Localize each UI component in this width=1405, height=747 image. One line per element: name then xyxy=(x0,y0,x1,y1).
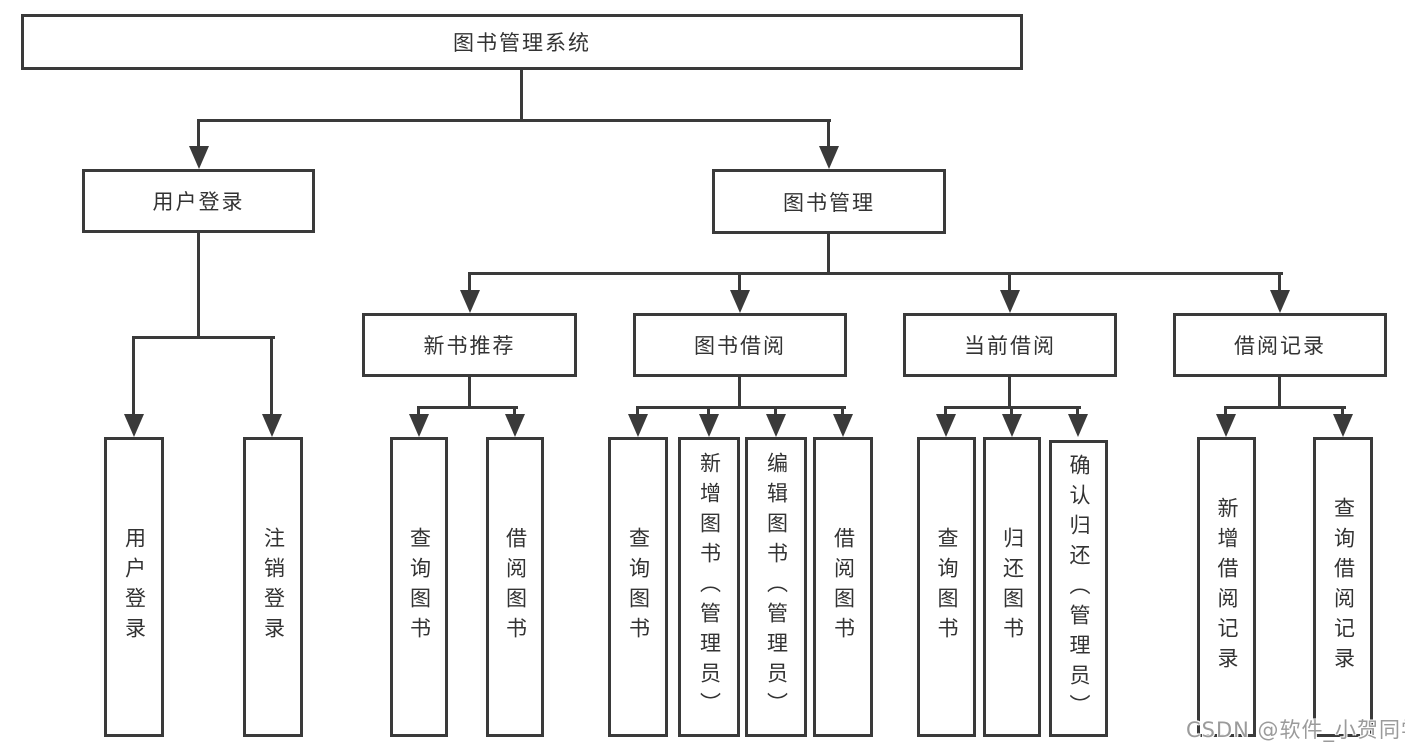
leaf-query-books-borrow: 查询图书 xyxy=(608,437,668,737)
connector-drop-leaf xyxy=(774,406,777,418)
node-library-system-label: 图书管理系统 xyxy=(453,31,591,55)
node-user-login-label: 用户登录 xyxy=(152,190,245,214)
leaf-query-books-borrow-label: 查询图书 xyxy=(626,527,651,647)
arrow-down-icon xyxy=(1002,414,1022,437)
leaf-borrow-books-recommend: 借阅图书 xyxy=(486,437,544,737)
arrow-down-icon xyxy=(699,414,719,437)
leaf-confirm-return-admin: 确认归还（管理员） xyxy=(1049,440,1108,737)
connector-drop-new-book xyxy=(468,272,471,294)
connector-drop-leaf xyxy=(636,406,639,418)
leaf-add-borrow-record-label: 新增借阅记录 xyxy=(1215,497,1239,677)
connector-book-borrow-stem xyxy=(738,377,741,409)
connector-new-book-stem xyxy=(468,377,471,409)
leaf-user-login: 用户登录 xyxy=(104,437,164,737)
leaf-add-borrow-record: 新增借阅记录 xyxy=(1197,437,1256,737)
connector-drop-leaf xyxy=(132,336,135,416)
node-borrow-records-label: 借阅记录 xyxy=(1234,334,1326,358)
connector-book-management-stem xyxy=(827,234,830,275)
node-book-management-label: 图书管理 xyxy=(783,190,875,215)
node-new-book-recommend: 新书推荐 xyxy=(362,313,577,377)
connector-drop-leaf xyxy=(270,336,273,416)
arrow-down-icon xyxy=(1000,290,1020,313)
arrow-down-icon xyxy=(1333,414,1353,437)
arrow-down-icon xyxy=(819,146,839,169)
leaf-query-borrow-record-label: 查询借阅记录 xyxy=(1331,497,1356,677)
leaf-edit-books-admin: 编辑图书（管理员） xyxy=(745,437,807,737)
connector-drop-book-borrow xyxy=(738,272,741,294)
connector-drop-leaf xyxy=(417,406,420,418)
leaf-borrow-books: 借阅图书 xyxy=(813,437,873,737)
connector-drop-book-management xyxy=(827,119,830,149)
leaf-borrow-books-recommend-label: 借阅图书 xyxy=(503,527,528,647)
arrow-down-icon xyxy=(505,414,525,437)
connector-root-branch xyxy=(197,119,831,122)
leaf-edit-books-admin-label: 编辑图书（管理员） xyxy=(764,452,789,722)
leaf-add-books-admin: 新增图书（管理员） xyxy=(678,437,740,737)
arrow-down-icon xyxy=(730,290,750,313)
leaf-query-books-current-label: 查询图书 xyxy=(935,527,959,647)
leaf-return-books-label: 归还图书 xyxy=(1000,527,1025,647)
connector-drop-leaf xyxy=(1224,406,1227,418)
arrow-down-icon xyxy=(1068,414,1088,437)
arrow-down-icon xyxy=(833,414,853,437)
arrow-down-icon xyxy=(189,146,209,169)
arrow-down-icon xyxy=(1270,290,1290,313)
connector-drop-borrow-records xyxy=(1278,272,1281,294)
connector-drop-leaf xyxy=(841,406,844,418)
leaf-user-login-label: 用户登录 xyxy=(122,527,147,647)
connector-drop-leaf xyxy=(707,406,710,418)
node-book-management: 图书管理 xyxy=(712,169,946,234)
connector-current-borrow-stem xyxy=(1008,377,1011,409)
connector-drop-leaf xyxy=(1010,406,1013,418)
connector-drop-leaf xyxy=(1341,406,1344,418)
node-book-borrow: 图书借阅 xyxy=(633,313,847,377)
connector-user-login-branch xyxy=(132,336,275,339)
leaf-borrow-books-label: 借阅图书 xyxy=(831,527,856,647)
connector-drop-user-login xyxy=(197,119,200,149)
node-borrow-records: 借阅记录 xyxy=(1173,313,1387,377)
connector-borrow-records-stem xyxy=(1278,377,1281,409)
node-user-login: 用户登录 xyxy=(82,169,315,233)
connector-book-management-branch xyxy=(468,272,1283,275)
arrow-down-icon xyxy=(460,290,480,313)
leaf-query-borrow-record: 查询借阅记录 xyxy=(1313,437,1373,737)
connector-drop-leaf xyxy=(1076,406,1079,418)
arrow-down-icon xyxy=(628,414,648,437)
node-current-borrow-label: 当前借阅 xyxy=(964,334,1056,358)
leaf-query-books-current: 查询图书 xyxy=(917,437,976,737)
connector-new-book-branch xyxy=(417,406,518,409)
node-library-system: 图书管理系统 xyxy=(21,14,1023,70)
connector-drop-leaf xyxy=(513,406,516,418)
node-book-borrow-label: 图书借阅 xyxy=(694,334,786,358)
csdn-watermark: CSDN @软件_小贺同学 xyxy=(1186,718,1405,742)
arrow-down-icon xyxy=(936,414,956,437)
arrow-down-icon xyxy=(1216,414,1236,437)
leaf-return-books: 归还图书 xyxy=(983,437,1041,737)
arrow-down-icon xyxy=(766,414,786,437)
connector-borrow-records-branch xyxy=(1224,406,1346,409)
node-new-book-recommend-label: 新书推荐 xyxy=(423,334,516,358)
leaf-logout: 注销登录 xyxy=(243,437,303,737)
arrow-down-icon xyxy=(409,414,429,437)
arrow-down-icon xyxy=(124,414,144,437)
connector-user-login-stem xyxy=(197,233,200,339)
arrow-down-icon xyxy=(262,414,282,437)
leaf-logout-label: 注销登录 xyxy=(261,527,286,647)
leaf-query-books-recommend: 查询图书 xyxy=(390,437,448,737)
connector-drop-leaf xyxy=(944,406,947,418)
node-current-borrow: 当前借阅 xyxy=(903,313,1117,377)
leaf-query-books-recommend-label: 查询图书 xyxy=(407,527,432,647)
connector-drop-current-borrow xyxy=(1008,272,1011,294)
leaf-add-books-admin-label: 新增图书（管理员） xyxy=(697,452,722,722)
connector-root-stem xyxy=(520,69,523,122)
connector-book-borrow-branch xyxy=(636,406,846,409)
leaf-confirm-return-admin-label: 确认归还（管理员） xyxy=(1067,453,1091,724)
